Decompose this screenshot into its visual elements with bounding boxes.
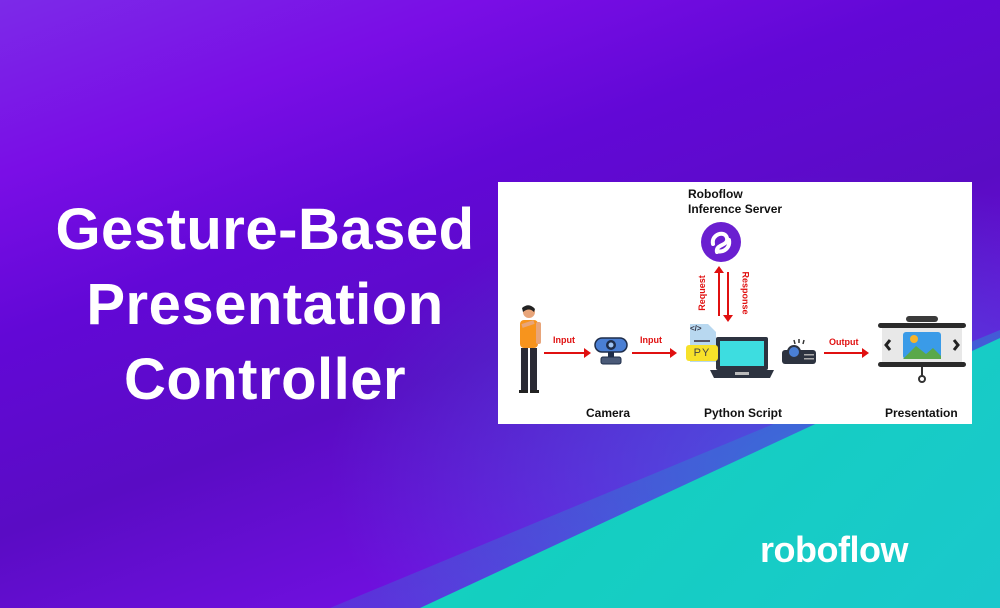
request-arrow <box>714 266 724 316</box>
input-arrow-1 <box>544 348 591 358</box>
python-script-label: Python Script <box>704 406 783 420</box>
code-glyph: </> <box>690 324 702 333</box>
server-label-line-1: Roboflow <box>688 187 743 201</box>
roboflow-wordmark: roboflow <box>760 529 908 570</box>
camera-label: Camera <box>586 406 631 420</box>
title-line-3: Controller <box>123 347 407 412</box>
architecture-diagram: Roboflow Inference Server Request Respon… <box>498 182 972 424</box>
presentation-label: Presentation <box>885 406 958 420</box>
roboflow-logo-icon <box>701 222 741 262</box>
server-label: Roboflow Inference Server <box>688 187 782 217</box>
title-line-1: Gesture-Based <box>55 197 475 262</box>
input-label-2: Input <box>640 335 662 345</box>
request-label: Request <box>696 275 707 311</box>
input-label-1: Input <box>553 335 575 345</box>
output-arrow <box>824 348 869 358</box>
response-label: Response <box>740 271 751 315</box>
page-title: Gesture-Based Presentation Controller <box>30 192 500 417</box>
py-badge: PY <box>686 345 718 361</box>
input-arrow-2 <box>632 348 677 358</box>
title-line-2: Presentation <box>86 272 444 337</box>
output-label: Output <box>829 337 859 347</box>
person-icon <box>519 305 541 393</box>
projector-icon <box>782 339 816 364</box>
response-arrow <box>723 272 733 322</box>
server-label-line-2: Inference Server <box>688 202 783 216</box>
presentation-screen-icon <box>878 316 966 383</box>
webcam-icon <box>594 337 628 365</box>
